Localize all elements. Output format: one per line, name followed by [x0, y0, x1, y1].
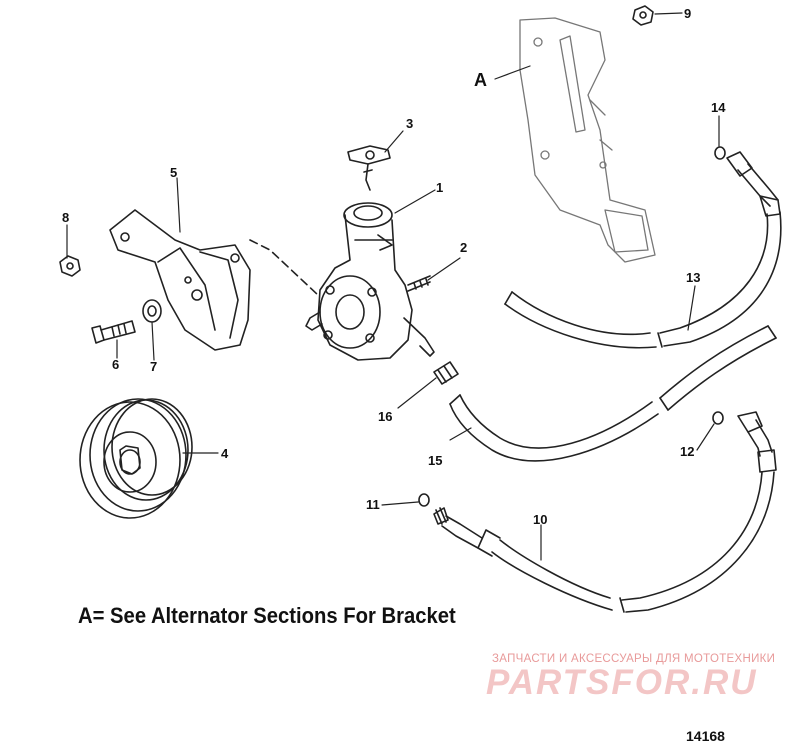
washer-7: [142, 299, 162, 323]
power-steering-pump-1: [305, 202, 435, 361]
callout-15: 15: [428, 453, 442, 468]
callout-labels: 1 2 3 4 5 6 7 8 9 10 11 12 13 14 15 16 A: [62, 6, 726, 527]
callout-1: 1: [436, 180, 443, 195]
callout-7: 7: [150, 359, 157, 374]
callout-a: A: [474, 70, 487, 90]
callout-12: 12: [680, 444, 694, 459]
callout-2: 2: [460, 240, 467, 255]
bolt-6: [91, 320, 136, 344]
callout-8: 8: [62, 210, 69, 225]
bracket-note-caption: A= See Alternator Sections For Bracket: [78, 603, 456, 628]
hose-assembly-10: [433, 411, 777, 613]
callout-10: 10: [533, 512, 547, 527]
fitting-16: [433, 361, 459, 385]
figure-number: 14168: [686, 728, 725, 744]
callout-5: 5: [170, 165, 177, 180]
reservoir-cap-3: [347, 145, 391, 191]
o-ring-14: [714, 146, 726, 160]
leader-lines: [66, 12, 720, 561]
pulley-4: [79, 398, 193, 519]
nut-8: [59, 255, 81, 277]
alternator-bracket-a: [519, 17, 656, 263]
callout-6: 6: [112, 357, 119, 372]
o-ring-12: [712, 411, 724, 425]
watermark-logo: PARTSFOR.RU: [486, 663, 758, 702]
nut-9: [632, 5, 654, 26]
fitting-2: [407, 275, 431, 292]
watermark-tagline: ЗАПЧАСТИ И АКСЕССУАРЫ ДЛЯ МОТОТЕХНИКИ: [492, 653, 776, 665]
callout-9: 9: [684, 6, 691, 21]
callout-4: 4: [221, 446, 229, 461]
callout-16: 16: [378, 409, 392, 424]
callout-3: 3: [406, 116, 413, 131]
callout-13: 13: [686, 270, 700, 285]
pump-mounting-bracket-5: [109, 209, 251, 351]
hose-15: [449, 325, 777, 462]
o-ring-11: [418, 493, 430, 507]
callout-11: 11: [366, 497, 380, 512]
callout-14: 14: [711, 100, 726, 115]
assembly-dashed-line: [249, 239, 319, 296]
hose-assembly-13: [504, 151, 782, 349]
